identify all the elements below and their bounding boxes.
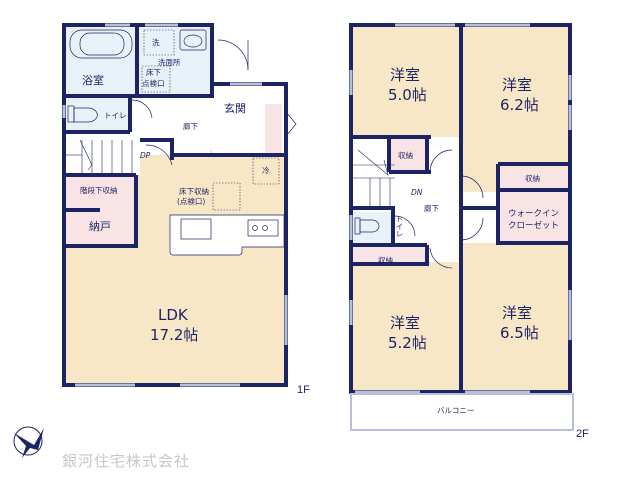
toilet-icon (67, 105, 98, 123)
washer-box (143, 29, 175, 56)
windows-2f (349, 23, 572, 394)
kitchen-counter (169, 214, 285, 256)
underfloor-storage-label-1: 床下収納 (179, 187, 209, 196)
floor-1: 1F (62, 23, 310, 396)
toilet-label-2f: トイレ (395, 215, 404, 238)
bathtub-icon (69, 29, 133, 59)
ldk-size-label: 17.2帖 (150, 326, 199, 344)
hall-2f (395, 175, 460, 242)
doors-2f (394, 149, 484, 269)
western-room-4-name: 洋室 (502, 304, 533, 322)
floor-hatch-label-1: 床下 (146, 68, 161, 77)
company-name: 銀河住宅株式会社 (62, 452, 191, 470)
floor-2-label: 2F (576, 428, 589, 440)
stairs-icon (66, 139, 133, 175)
western-room-1 (351, 27, 460, 137)
storage-c (500, 168, 568, 188)
storage-a (389, 138, 425, 171)
western-room-3-name: 洋室 (390, 314, 421, 332)
underfloor-storage-box (212, 182, 241, 211)
doors-1f (131, 39, 297, 166)
entrance-shoebox (265, 104, 282, 154)
floor-hatch-label-2: 点検口 (142, 79, 165, 88)
stairs-2f (353, 138, 389, 208)
storage-b-label: 収納 (378, 256, 393, 265)
balcony-area (350, 393, 574, 431)
western-room-1-name: 洋室 (390, 66, 421, 84)
stairs-area (66, 140, 140, 175)
floor-2: 2F (349, 23, 589, 440)
dp-label: DP (140, 151, 151, 160)
toilet-2f (353, 212, 391, 244)
washroom-label: 洗面所 (158, 58, 181, 67)
western-room-3-size: 5.2帖 (388, 334, 427, 352)
closet-area (66, 210, 134, 245)
fridge-box (252, 157, 280, 185)
western-room-4 (463, 243, 570, 392)
bath-label: 浴室 (82, 74, 104, 87)
western-room-2-size: 6.2帖 (500, 96, 539, 114)
balcony-label: バルコニー (437, 406, 475, 415)
dn-label: DN (411, 188, 423, 197)
hall-label-1f: 廊下 (183, 122, 198, 131)
storage-b (353, 247, 425, 264)
ldk-name-label: LDK (158, 306, 188, 324)
western-room-2-name: 洋室 (502, 76, 533, 94)
bath-area (66, 27, 136, 95)
walls-2f (349, 23, 572, 394)
under-stairs-label: 階段下収納 (80, 186, 118, 195)
hall-label-2f: 廊下 (424, 204, 439, 213)
bird-logo-icon (13, 426, 44, 458)
western-room-1-size: 5.0帖 (388, 86, 427, 104)
storage-a-label: 収納 (398, 151, 413, 160)
wic-label-2: クローゼット (508, 221, 560, 231)
floor-1-label: 1F (297, 384, 310, 396)
storage-c-label: 収納 (525, 174, 540, 183)
windows-1f (62, 23, 288, 387)
washroom-area (138, 27, 210, 95)
wic-label-1: ウォークイン (508, 209, 560, 219)
toilet-label-1f: トイレ (104, 111, 127, 120)
wash-label: 洗 (152, 38, 160, 47)
entrance-label: 玄関 (224, 102, 246, 115)
toilet-area (66, 98, 130, 132)
closet-label: 納戸 (89, 220, 111, 233)
sink-icon (179, 29, 207, 51)
fridge-label: 冷 (262, 166, 270, 175)
walk-in-closet (500, 192, 568, 242)
western-room-3 (351, 262, 460, 392)
toilet-icon (354, 217, 380, 235)
underfloor-storage-label-2: (点検口) (177, 197, 206, 206)
western-room-4-size: 6.5帖 (500, 324, 539, 342)
